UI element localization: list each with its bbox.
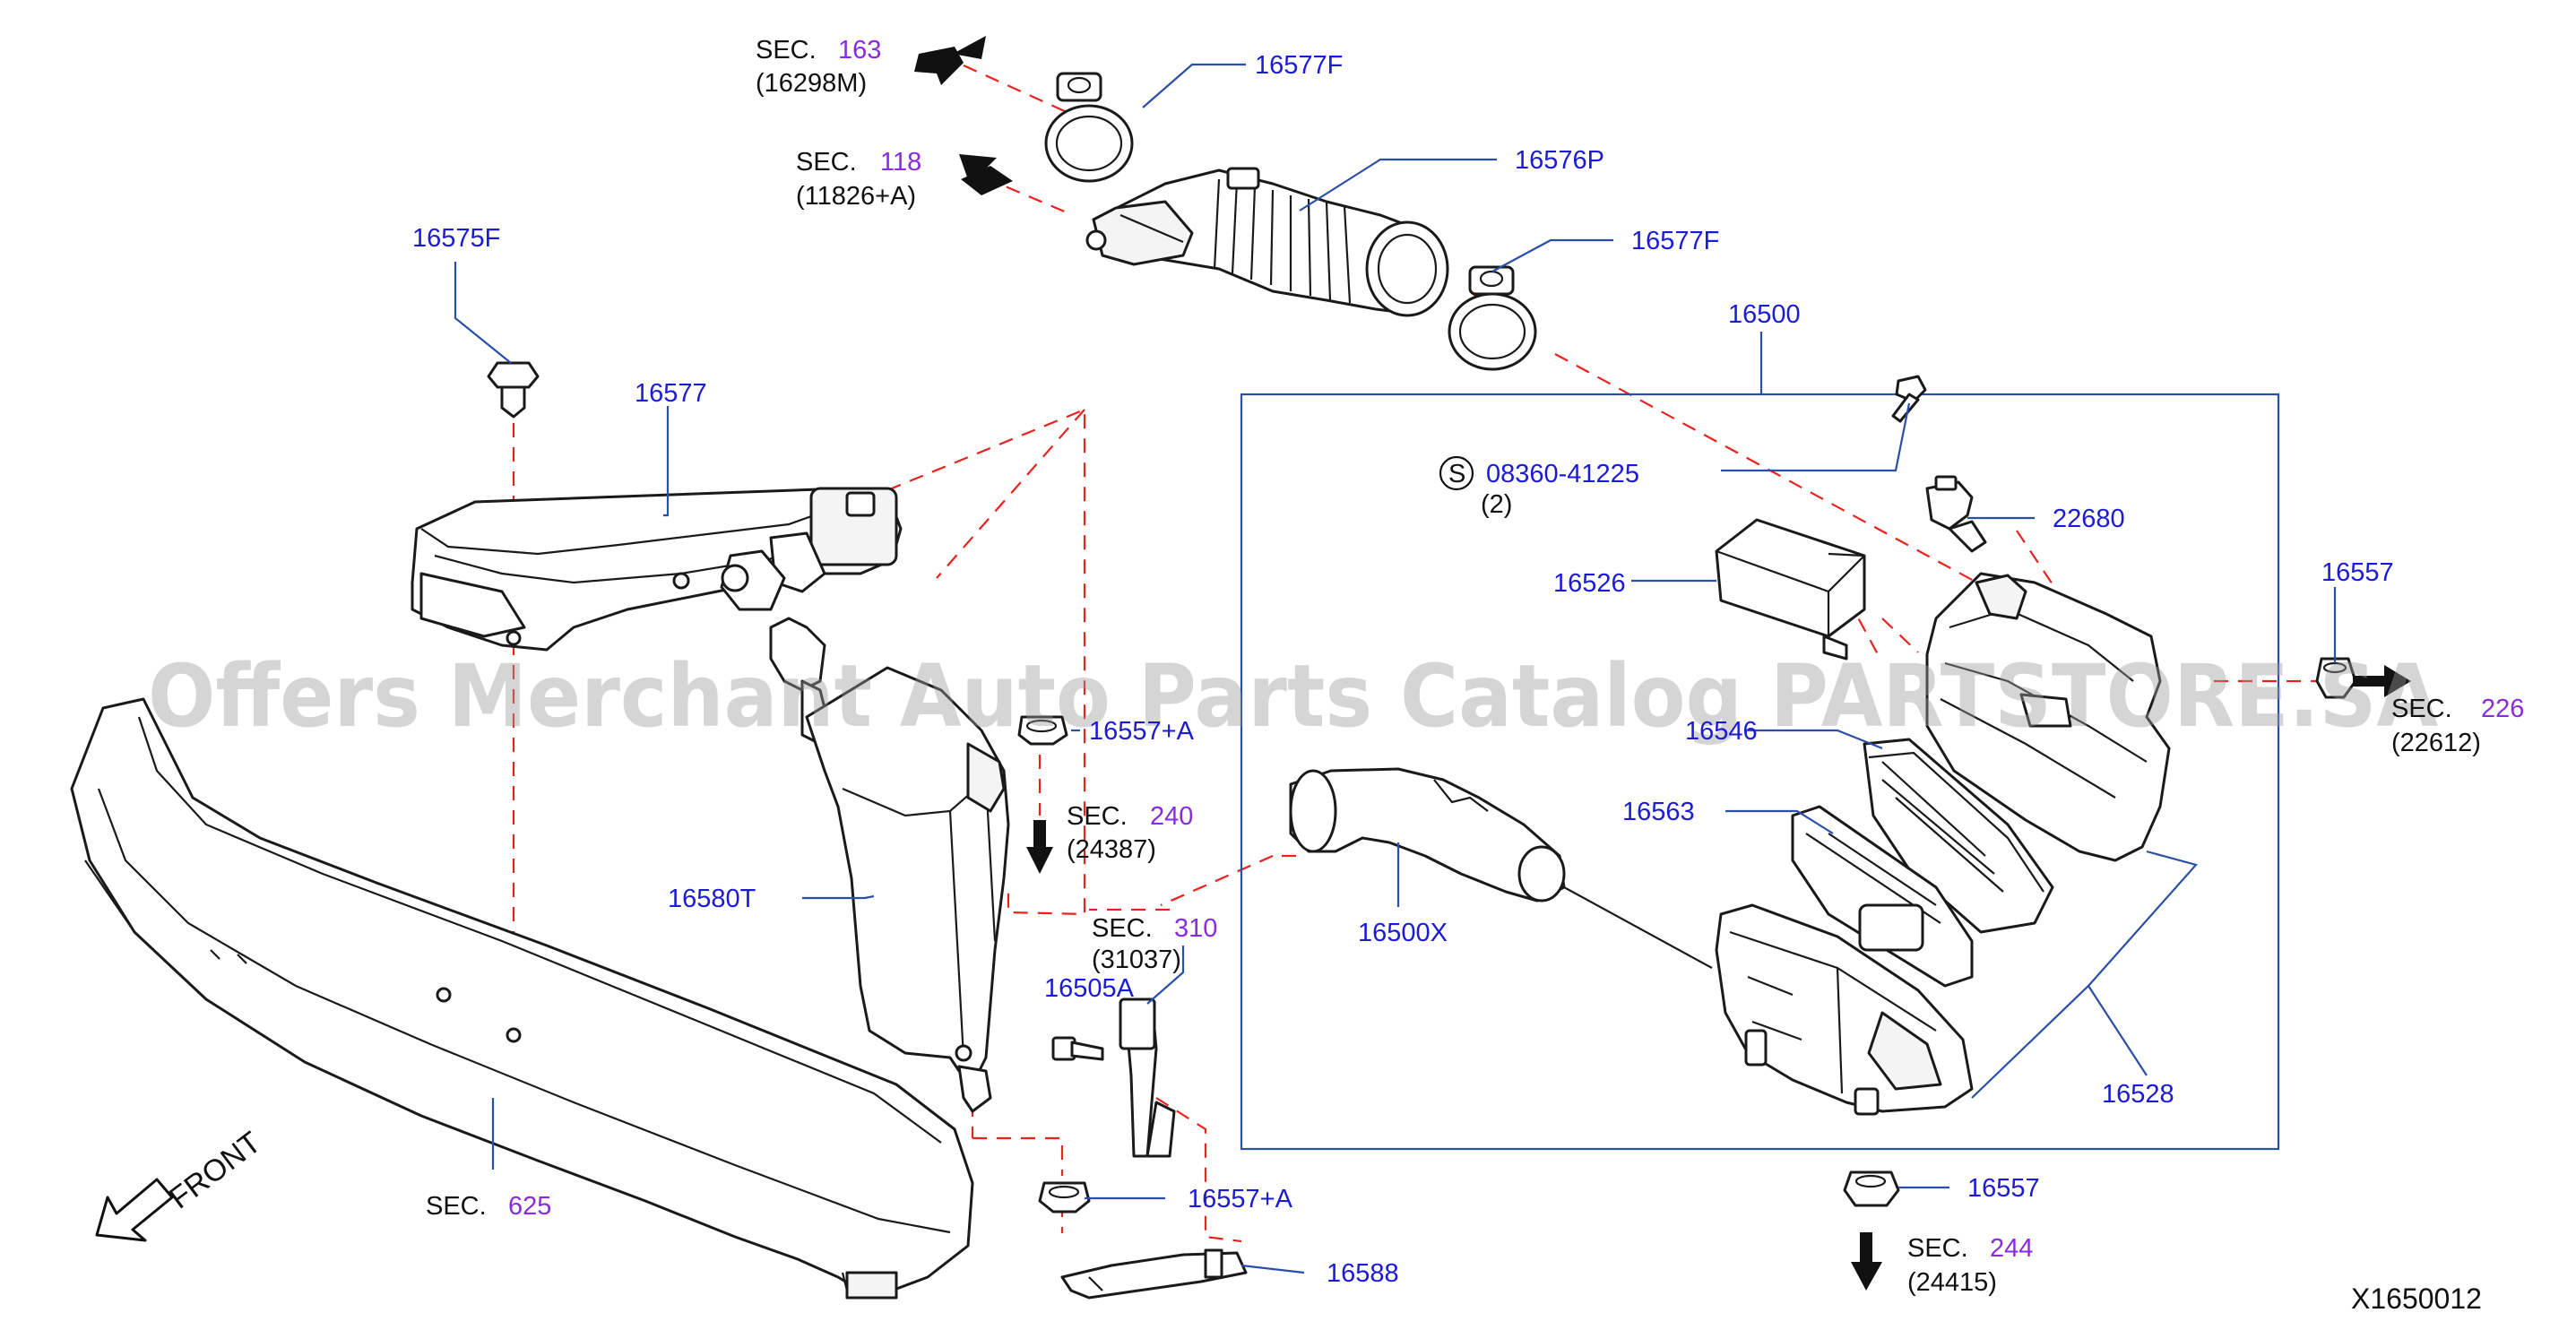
hose-clamp-lower (1448, 265, 1537, 371)
bracket-16588 (1060, 1248, 1248, 1300)
section-label: SEC. (796, 148, 857, 177)
section-ref-310: (31037) (1092, 946, 1181, 974)
part-label-16557-bottom[interactable]: 16557 (1967, 1174, 2040, 1203)
part-label-16563[interactable]: 16563 (1622, 798, 1695, 826)
arrow-icon (959, 154, 1013, 195)
standard-part-mark: S (1448, 460, 1465, 488)
section-label: SEC. (2391, 695, 2452, 723)
section-label: SEC. (426, 1192, 487, 1221)
part-label-16577[interactable]: 16577 (635, 379, 707, 408)
part-label-16588[interactable]: 16588 (1327, 1259, 1399, 1288)
part-label-16528[interactable]: 16528 (2102, 1080, 2174, 1109)
section-ref-226: (22612) (2391, 729, 2481, 757)
section-ref-240: (24387) (1067, 835, 1156, 864)
part-label-22680[interactable]: 22680 (2053, 505, 2125, 533)
section-label: SEC. (1907, 1234, 1968, 1263)
part-label-16577F-top[interactable]: 16577F (1255, 51, 1343, 80)
section-number-118[interactable]: 118 (880, 148, 921, 177)
part-label-16557-right[interactable]: 16557 (2321, 558, 2394, 587)
part-label-16557A-lower[interactable]: 16557+A (1188, 1185, 1293, 1213)
section-number-625[interactable]: 625 (508, 1192, 551, 1221)
front-label: FRONT (163, 1126, 267, 1216)
section-label: SEC. (1092, 914, 1153, 943)
front-arrow-icon (95, 1178, 174, 1242)
section-number-240[interactable]: 240 (1150, 802, 1193, 831)
bolt (1051, 1036, 1104, 1061)
airflow-sensor (1925, 475, 1987, 553)
watermark: Offers Merchant Auto Parts Catalog PARTS… (148, 646, 2438, 747)
part-quantity-08360: (2) (1481, 490, 1512, 519)
grille-16563 (1791, 805, 1974, 988)
filter-element-16546 (1863, 738, 2054, 934)
arrow-icon (914, 36, 986, 85)
section-ref-163: (16298M) (756, 69, 867, 98)
section-label: SEC. (1067, 802, 1128, 831)
hose-clamp-upper (1044, 72, 1134, 183)
part-label-16500X[interactable]: 16500X (1358, 919, 1448, 947)
diagram-id: X1650012 (2351, 1282, 2482, 1315)
resonator (769, 617, 1010, 1113)
air-cleaner-lower-case (1715, 903, 1974, 1116)
section-number-226[interactable]: 226 (2481, 695, 2524, 723)
inlet-duct (1289, 767, 1566, 902)
part-label-16577F-mid[interactable]: 16577F (1631, 227, 1719, 255)
section-ref-118: (11826+A) (796, 182, 916, 211)
part-label-08360-41225[interactable]: 08360-41225 (1486, 460, 1639, 488)
radiator-core-support (70, 697, 974, 1300)
section-number-310[interactable]: 310 (1174, 914, 1217, 943)
screw (1891, 375, 1927, 423)
part-label-16546[interactable]: 16546 (1685, 717, 1758, 746)
air-duct (411, 487, 903, 652)
section-label: SEC. (756, 36, 817, 65)
arrow-icon (1851, 1232, 1882, 1291)
section-ref-244: (24415) (1907, 1268, 1997, 1297)
part-label-16576P[interactable]: 16576P (1515, 146, 1604, 175)
grommet-right (2315, 657, 2357, 699)
air-hose (1085, 167, 1449, 317)
clip-16575F (487, 361, 540, 419)
arrow-icon (2353, 665, 2411, 697)
air-cleaner-assembly-box (1240, 393, 2280, 1151)
grommet-lower (1038, 1181, 1091, 1213)
part-label-16557A-upper[interactable]: 16557+A (1089, 717, 1195, 746)
bracket-16505A (1119, 998, 1176, 1158)
part-label-16505A[interactable]: 16505A (1044, 974, 1135, 1003)
section-number-244[interactable]: 244 (1990, 1234, 2033, 1263)
grommet-upper (1017, 715, 1068, 746)
part-label-16575F[interactable]: 16575F (412, 224, 500, 253)
arrow-icon (1026, 820, 1053, 874)
air-cleaner-upper-case (1925, 572, 2171, 862)
section-number-163[interactable]: 163 (838, 36, 881, 65)
part-label-16526[interactable]: 16526 (1553, 569, 1626, 598)
part-label-16500[interactable]: 16500 (1728, 300, 1801, 329)
part-label-16580T[interactable]: 16580T (668, 885, 756, 913)
filter-cover-16526 (1715, 518, 1866, 661)
leader-lines (454, 63, 2337, 1274)
grommet-bottom (1843, 1170, 1900, 1207)
standard-part-mark-icon (1439, 455, 1474, 491)
